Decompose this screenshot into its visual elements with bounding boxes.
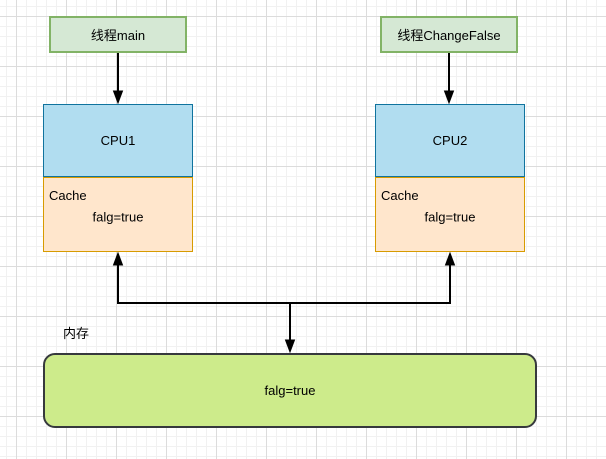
cpu1-label: CPU1 (100, 133, 136, 148)
cache2-title: Cache (381, 188, 419, 203)
thread-main-label: 线程main (90, 28, 146, 43)
node-cache2[interactable]: Cache falg=true (375, 177, 525, 252)
arrow-thread-changefalse-to-cpu2[interactable] (443, 53, 455, 105)
cache2-value: falg=true (424, 209, 476, 225)
node-thread-changefalse[interactable]: 线程ChangeFalse (380, 16, 518, 53)
cache1-title: Cache (49, 188, 87, 203)
cache1-value: falg=true (92, 209, 144, 225)
node-cpu2[interactable]: CPU2 (375, 104, 525, 177)
thread-changefalse-label: 线程ChangeFalse (397, 28, 501, 43)
memory-bus-connector[interactable] (112, 251, 456, 354)
node-memory[interactable]: falg=true (43, 353, 537, 428)
memory-value: falg=true (264, 383, 316, 398)
memory-label: 内存 (63, 326, 90, 341)
arrow-thread-main-to-cpu1[interactable] (112, 53, 124, 105)
node-cpu1[interactable]: CPU1 (43, 104, 193, 177)
cpu2-label: CPU2 (432, 133, 468, 148)
node-thread-main[interactable]: 线程main (49, 16, 187, 53)
node-cache1[interactable]: Cache falg=true (43, 177, 193, 252)
